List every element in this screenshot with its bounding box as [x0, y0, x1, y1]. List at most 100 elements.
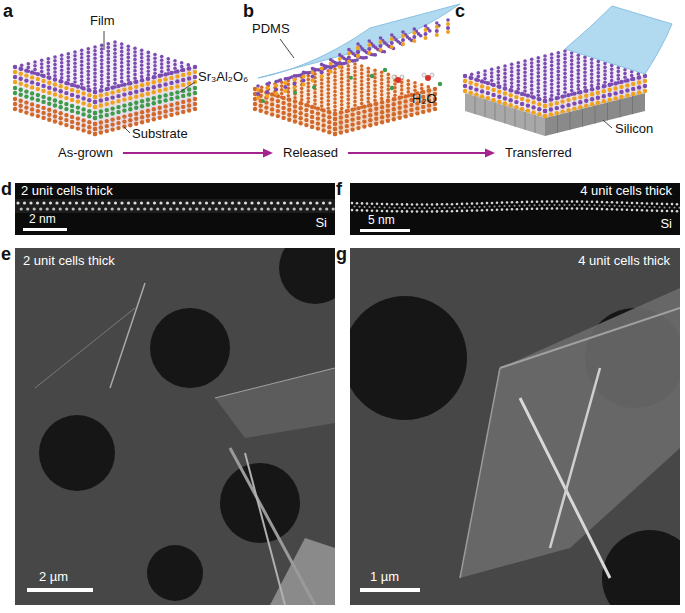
atom-dot	[560, 99, 564, 103]
atom-dot	[87, 77, 91, 81]
atom-dot	[637, 80, 641, 84]
atom-column	[150, 207, 153, 210]
atom-dot	[474, 77, 478, 81]
atom-dot	[64, 102, 68, 106]
atom-dot	[557, 62, 561, 66]
atom-dot	[378, 49, 382, 53]
atom-dot	[163, 77, 167, 81]
atom-dot	[175, 79, 179, 83]
atom-dot	[380, 86, 384, 90]
atom-dot	[87, 66, 91, 70]
atom-column	[666, 203, 669, 206]
atom-column	[491, 209, 494, 212]
atom-dot	[590, 97, 594, 101]
atom-dot	[113, 40, 117, 44]
atom-dot	[617, 70, 621, 74]
atom-column	[244, 201, 247, 204]
atom-dot	[543, 81, 547, 85]
atom-dot	[80, 60, 84, 64]
atom-dot	[490, 75, 494, 79]
atom-dot	[549, 97, 553, 101]
atom-dot	[67, 71, 71, 75]
atom-dot	[128, 102, 132, 106]
layer-label: Substrate	[132, 127, 188, 142]
atom-dot	[353, 70, 357, 74]
atom-dot	[19, 67, 23, 71]
atom-dot	[340, 99, 344, 103]
atom-dot	[345, 119, 349, 123]
atom-column	[384, 207, 386, 209]
atom-dot	[310, 125, 314, 129]
atom-column	[569, 204, 571, 206]
silicon-lattice	[475, 96, 476, 114]
atom-dot	[283, 85, 287, 89]
atom-dot	[175, 69, 179, 73]
atom-dot	[463, 74, 467, 78]
atom-dot	[360, 94, 364, 98]
atom-column	[546, 207, 549, 210]
atom-dot	[367, 93, 371, 97]
atom-dot	[120, 50, 124, 54]
atom-dot	[608, 88, 612, 92]
atom-dot	[116, 84, 120, 88]
atom-dot	[265, 90, 269, 94]
atom-dot	[181, 73, 185, 77]
atom-dot	[47, 118, 51, 122]
atom-dot	[570, 85, 574, 89]
micrograph-image	[350, 248, 680, 605]
atom-dot	[497, 90, 501, 94]
atom-dot	[87, 114, 91, 118]
atom-dot	[339, 130, 343, 134]
atom-dot	[167, 61, 171, 65]
atom-column	[101, 201, 104, 204]
atom-dot	[520, 102, 524, 106]
atom-column	[454, 207, 456, 209]
atom-dot	[274, 84, 278, 88]
atom-column	[586, 200, 589, 203]
atom-dot	[100, 85, 104, 89]
atom-dot	[590, 87, 594, 91]
atom-dot	[53, 77, 57, 81]
atom-dot	[193, 102, 197, 106]
atom-dot	[60, 76, 64, 80]
atom-dot	[175, 74, 179, 78]
flake	[460, 288, 680, 578]
atom-dot	[602, 94, 606, 98]
atom-dot	[147, 69, 151, 73]
atom-dot	[158, 89, 162, 93]
atom-dot	[80, 67, 84, 71]
atom-dot	[427, 85, 431, 89]
atom-dot	[350, 127, 354, 131]
atom-column	[551, 207, 554, 210]
atom-dot	[152, 112, 156, 116]
atom-column	[529, 204, 531, 206]
atom-dot	[555, 106, 559, 110]
atom-column	[396, 203, 399, 206]
atom-dot	[53, 87, 57, 91]
atom-dot	[550, 71, 554, 75]
atom-column	[406, 203, 409, 206]
atom-dot	[469, 81, 473, 85]
atom-dot	[320, 70, 324, 74]
atom-dot	[279, 78, 283, 82]
atom-column	[646, 202, 649, 205]
atom-dot	[327, 80, 331, 84]
atom-dot	[480, 89, 484, 93]
atom-column	[366, 202, 369, 205]
atom-dot	[424, 36, 428, 40]
atom-column	[241, 207, 244, 210]
atom-dot	[517, 83, 521, 87]
atom-column	[631, 202, 634, 205]
atom-dot	[47, 57, 51, 61]
atom-dot	[387, 73, 391, 77]
atom-dot	[347, 56, 351, 60]
atom-dot	[370, 74, 374, 78]
atom-dot	[340, 103, 344, 107]
atom-column	[75, 201, 78, 204]
atom-dot	[81, 107, 85, 111]
atom-dot	[537, 56, 541, 60]
atom-column	[594, 204, 596, 206]
atom-dot	[36, 72, 40, 76]
atom-column	[163, 207, 166, 210]
atom-dot	[583, 59, 587, 63]
